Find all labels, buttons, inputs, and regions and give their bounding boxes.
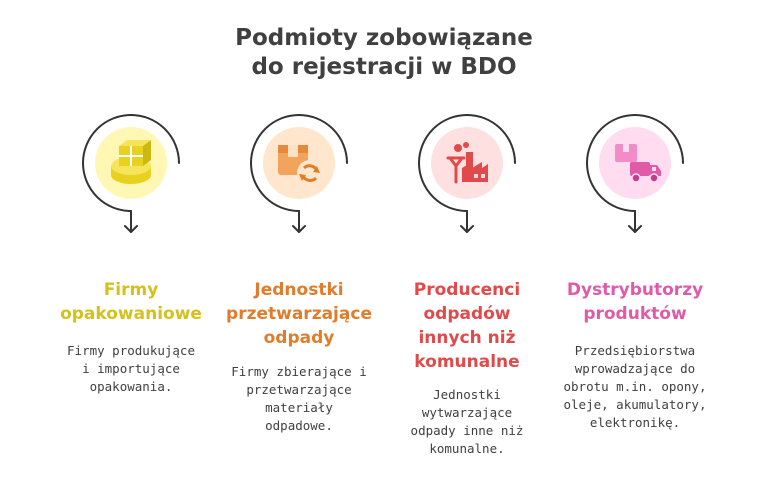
- circle-arrow-icon: [82, 114, 180, 238]
- desc-product-distributors: Przedsiębiorstwa wprowadzające do obrotu…: [563, 343, 707, 430]
- title-line-1: Podmioty zobowiązane: [235, 25, 533, 51]
- page-title: Podmioty zobowiązane do rejestracji w BD…: [0, 24, 768, 82]
- desc-waste-producers: Jednostki wytwarzające odpady inne niż k…: [410, 387, 524, 456]
- heading-waste-producers: Producenci odpadów innych niż komunalne: [413, 280, 521, 372]
- circle-arrow-icon: [418, 114, 516, 238]
- circle-arrow-icon: [250, 114, 348, 238]
- heading-product-distributors: Dystrybutorzy produktów: [566, 280, 704, 324]
- recycle-box-icon: [278, 145, 323, 186]
- heading-packaging-firms: Firmy opakowaniowe: [60, 280, 202, 324]
- delivery-truck-icon: [615, 144, 661, 183]
- desc-packaging-firms: Firmy produkujące i importujące opakowan…: [67, 343, 195, 394]
- packages-icon: [111, 140, 151, 184]
- heading-waste-processors: Jednostki przetwarzające odpady: [226, 280, 372, 348]
- title-line-2: do rejestracji w BDO: [251, 54, 517, 80]
- factory-icon: [446, 142, 488, 184]
- desc-waste-processors: Firmy zbierające i przetwarzające materi…: [231, 364, 367, 433]
- circle-arrow-icon: [586, 114, 684, 238]
